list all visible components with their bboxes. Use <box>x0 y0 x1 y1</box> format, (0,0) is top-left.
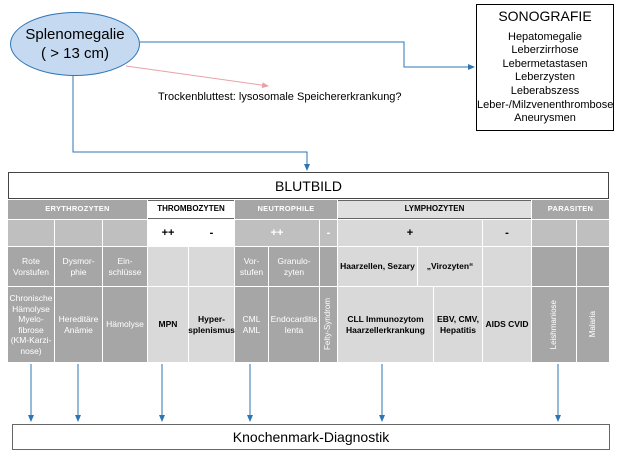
diagnosis-chronische-haemolyse: Chronische Hämolyse Myelo-fibrose (KM-Ka… <box>8 287 54 362</box>
symbol-lympho-plus: + <box>338 220 482 246</box>
diagnosis-mpn: MPN <box>148 287 188 362</box>
finding-rote-vorstufen: Rote Vorstufen <box>8 247 54 286</box>
diagnosis-malaria-cell: Malaria <box>577 287 609 362</box>
diagnosis-felty-cell: Felty-Syndrom <box>320 287 337 362</box>
sonografie-title: SONOGRAFIE <box>498 8 592 24</box>
symbol-neutro-minus: - <box>320 220 337 246</box>
sonografie-box: SONOGRAFIE Hepatomegalie Leberzirrhose L… <box>476 4 614 131</box>
sonografie-item: Leber-/Milzvenenthrombose <box>477 98 614 111</box>
symbol-lympho-minus: - <box>483 220 531 246</box>
diagnosis-hereditaere-anaemie: Hereditäre Anämie <box>55 287 102 362</box>
finding-empty <box>148 247 188 286</box>
sonografie-item: Aneurysmen <box>514 112 576 125</box>
diagnosis-haemolyse: Hämolyse <box>103 287 147 362</box>
finding-einschluesse: Ein-schlüsse <box>103 247 147 286</box>
diagnosis-cml-aml: CML AML <box>235 287 268 362</box>
finding-empty <box>532 247 576 286</box>
category-thrombozyten: THROMBOZYTEN <box>148 200 234 219</box>
diagnosis-hypersplenismus: Hyper-splenismus <box>188 287 235 362</box>
diagnosis-leishmaniose: Leishmaniose <box>548 299 558 350</box>
category-parasiten: PARASITEN <box>532 200 609 219</box>
finding-granulozyten: Granulo-zyten <box>269 247 319 286</box>
symbol-cell-empty <box>103 220 147 246</box>
category-neutrophile: NEUTROPHILE <box>235 200 337 219</box>
finding-empty <box>483 247 531 286</box>
splenomegalie-node: Splenomegalie ( > 13 cm) <box>10 12 140 76</box>
finding-empty <box>189 247 234 286</box>
symbol-thrombo-plus: ++ <box>161 226 175 239</box>
sonografie-item: Leberabszess <box>510 84 580 97</box>
sonografie-item: Leberzirrhose <box>511 44 579 57</box>
diagnosis-endocarditis: Endocarditis lenta <box>269 287 319 362</box>
splenomegalie-size: ( > 13 cm) <box>41 45 109 62</box>
trockenbluttest-text: Trockenbluttest: lysosomale Speichererkr… <box>158 91 402 103</box>
symbol-cell-empty <box>532 220 576 246</box>
symbol-cell-empty <box>55 220 102 246</box>
sonografie-item: Lebermetastasen <box>502 57 588 70</box>
diagnosis-aids: AIDS CVID <box>483 287 531 362</box>
category-erythrozyten: ERYTHROZYTEN <box>8 200 147 219</box>
diagnosis-leishmaniose-cell: Leishmaniose <box>532 287 576 362</box>
splenomegalie-label: Splenomegalie <box>25 26 125 43</box>
diagnosis-felty: Felty-Syndrom <box>323 298 333 351</box>
symbol-cell-empty <box>577 220 609 246</box>
diagnosis-cll: CLL Immunozytom Haarzellerkrankung <box>338 287 433 362</box>
knochenmark-box: Knochenmark-Diagnostik <box>12 424 610 450</box>
sonografie-item: Leberzysten <box>515 71 575 84</box>
arrow-to-sonografie <box>140 41 475 70</box>
category-lymphozyten: LYMPHOZYTEN <box>338 200 531 219</box>
finding-haarzellen: Haarzellen, Sezary <box>338 247 417 286</box>
finding-empty <box>577 247 609 286</box>
blutbild-header: BLUTBILD <box>8 172 609 199</box>
finding-empty <box>320 247 337 286</box>
sonografie-item: Hepatomegalie <box>508 30 582 43</box>
symbol-cell-empty <box>8 220 54 246</box>
symbol-neutro-plus: ++ <box>235 220 319 246</box>
diagnosis-ebv: EBV, CMV, Hepatitis <box>434 287 482 362</box>
arrow-to-blutbild <box>72 76 310 171</box>
finding-dysmorphie: Dysmor-phie <box>55 247 102 286</box>
symbol-thrombo-minus: - <box>209 226 214 239</box>
finding-virozyten: „Virozyten“ <box>418 247 482 286</box>
finding-neutro-vorstufen: Vor-stufen <box>235 247 268 286</box>
diagnosis-malaria: Malaria <box>587 311 597 338</box>
arrow-to-trockenbluttest <box>125 65 269 89</box>
